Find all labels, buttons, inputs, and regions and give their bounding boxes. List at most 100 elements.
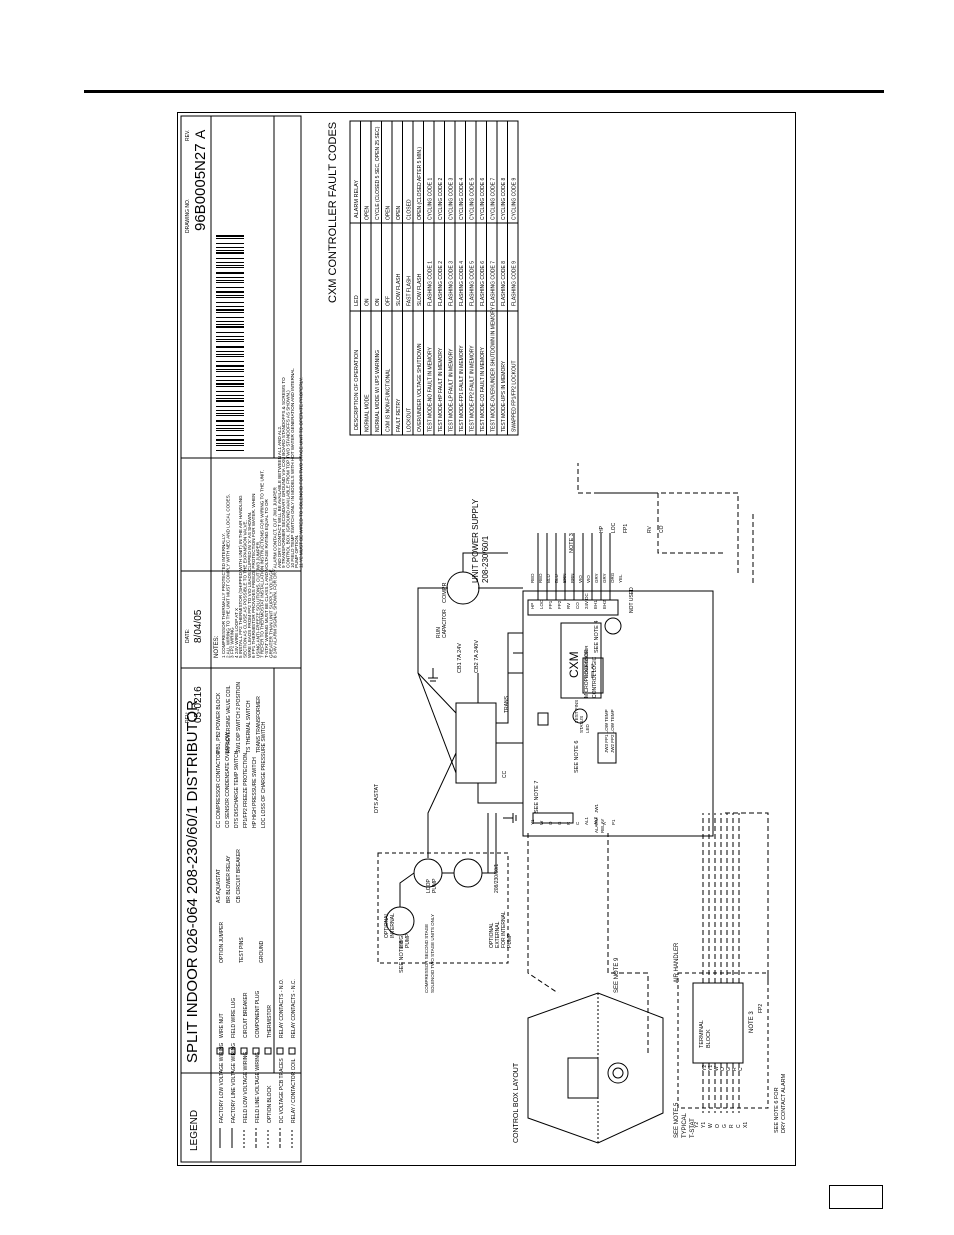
rv-label: RV: [647, 525, 653, 533]
cxm-terminal: G: [557, 821, 562, 825]
not-used-label: NOT USED: [629, 587, 635, 613]
see-note-6-label: SEE NOTE 6: [574, 741, 580, 773]
fault-row-alarm: CYCLING CODE 8: [501, 178, 507, 220]
cxm-right-terminal: HP: [530, 603, 535, 609]
cb2-label: CB2 7A 240V: [474, 640, 480, 673]
tstat-terminal: R: [729, 1124, 735, 1128]
terminal-block-terminal: R: [732, 1067, 738, 1071]
legend-abbrev: SW1 DIP SWITCH 2 POSITION: [236, 682, 242, 753]
legend-abbrev: DTS DISCHARGE TEMP SWITCH: [234, 750, 240, 828]
fault-table-header: LED: [354, 295, 360, 306]
note-item: 7 REFER TO THERMOSTAT INSTALLATION INSTR…: [260, 470, 265, 658]
dts-astat-label: DTS ASTAT: [374, 783, 380, 813]
note-item: WIRE LEADS FROM FP2 TO VIO LEADS CLIPPED…: [247, 512, 252, 658]
optional-external-label: OPTIONAL: [489, 922, 495, 948]
fault-row-alarm: CYCLING CODE 1: [428, 178, 434, 220]
run-capacitor-label-2: CAPACITOR: [442, 609, 448, 638]
loop-pump-2: [453, 858, 483, 888]
fault-row-description: SWAPPED FP1/FP2 LOCKOUT: [512, 361, 518, 433]
test-pins-label: TEST PINS: [574, 700, 579, 723]
fault-row-alarm: CYCLING CODE 5: [470, 178, 476, 220]
tstat-terminal: C: [736, 1124, 742, 1128]
control-box-sketch: [527, 992, 664, 1144]
legend-line-item: FIELD LINE VOLTAGE WIRING: [255, 1052, 261, 1123]
cxm-right-terminals: [527, 599, 619, 616]
legend-abbrev: CO SENSOR CONDENSATE OVERFLOW: [225, 732, 231, 828]
fault-row-description: TEST MODE-UPS IN MEMORY: [501, 360, 507, 432]
unit-power-supply-label: UNIT POWER SUPPLY: [471, 498, 480, 583]
co-label: CO: [659, 525, 665, 533]
note-item: T-STAT WIRING MUST BE CLASS 1 AND VOLTAG…: [264, 498, 269, 658]
terminal-block-label-2: BLOCK: [706, 1029, 712, 1048]
wire-color-label: VIO: [586, 575, 591, 583]
fault-row-description: FAULT RETRY: [396, 398, 402, 432]
fault-row-description: OVER/UNDER VOLTAGE SHUTDOWN: [417, 343, 423, 432]
legend-abbrev: LOC LOSS OF CHARGE PRESSURE SWITCH: [261, 721, 267, 828]
rev-value: A: [192, 129, 208, 139]
fault-table-title: CXM CONTROLLER FAULT CODES: [327, 122, 339, 303]
tstat-note-label: SEE NOTE 5: [674, 1102, 680, 1138]
air-handler-note3-label: NOTE 3: [749, 1011, 755, 1033]
fault-row-led: FAST FLASH: [407, 276, 413, 306]
ground-symbol-2: [503, 813, 517, 823]
terminal-block-terminal: W: [714, 1066, 720, 1071]
legend-symbol-item: COMPONENT PLUG: [255, 990, 261, 1038]
fault-row-led: ON: [365, 298, 371, 306]
compressor-relay: [582, 657, 604, 694]
air-handler-label: AIR HANDLER: [674, 942, 680, 983]
pump-dashed-box: [377, 852, 509, 964]
loop-pump-label: LOOP: [426, 878, 432, 893]
legend-symbol-item: THERMISTOR: [267, 1005, 273, 1038]
cxm-logic-box: [560, 622, 602, 699]
wire-color-label: GRY: [602, 573, 607, 583]
notes: NOTES:1 COMPRESSOR THERMALLY PROTECTED I…: [214, 368, 303, 658]
cxm-board: [522, 590, 714, 837]
wiring-diagram: SPLIT INDOOR 026-064 208-230/60/1 DISTRI…: [180, 115, 787, 1163]
fault-row-description: NORMAL MODE: [365, 394, 371, 432]
legend-symbol-item: RELAY CONTACTS - N.C.: [291, 979, 297, 1038]
dip-switch: [597, 732, 617, 764]
fault-row-alarm: OPEN (CLOSED AFTER 5 MIN.): [417, 147, 423, 220]
note-item: AND DRY CONTACT WILL BE AVAILABLE BETWEE…: [277, 426, 282, 568]
cxm-right-terminal: FP1: [548, 600, 553, 609]
terminal-block: [692, 982, 744, 1064]
fault-row-description: CXM IS NON-FUNCTIONAL: [386, 368, 392, 432]
fault-row-alarm: CLOSED: [407, 199, 413, 220]
diagram-title: SPLIT INDOOR 026-064 208-230/60/1 DISTRI…: [184, 700, 201, 1063]
note-item: 10 FIELD TEMP SWITCH ONLY IN MODELS WITH…: [290, 368, 295, 568]
optional-external-label-2: EXTERNAL: [495, 921, 501, 948]
wiring-diagram-sheet: SPLIT INDOOR 026-064 208-230/60/1 DISTRI…: [177, 112, 796, 1166]
fault-row-description: NORMAL MODE W/ UPS WARNING: [375, 350, 381, 432]
fault-row-description: TEST MODE-LP FAULT IN MEMORY: [449, 348, 455, 432]
note-item: 5 INSTALL FP2 THERMISTOR (SHIPPED WITH U…: [238, 495, 243, 658]
fault-code-table: CXM CONTROLLER FAULT CODES DESCRIPTION O…: [327, 120, 519, 436]
cxm-right-terminal: FP2: [557, 600, 562, 609]
compressor-relay-label: COMPRESSOR: [584, 645, 589, 678]
legend-option-item: TEST PINS: [239, 937, 245, 963]
fault-row-led: FLASHING CODE 4: [459, 261, 465, 306]
tstat-terminal: O: [715, 1124, 721, 1128]
note-item: PUMP OPTION.: [294, 535, 299, 568]
fault-row-alarm: CYCLING CODE 4: [459, 178, 465, 220]
fault-row-led: FLASHING CODE 1: [428, 261, 434, 306]
cc-label: CC: [502, 770, 508, 778]
fault-table-header: DESCRIPTION OF OPERATION: [354, 350, 360, 430]
wire-color-label: GRY: [594, 573, 599, 583]
unit-power-supply-voltage: 208-230/60/1: [481, 535, 490, 583]
fp2-label: FP2: [758, 1004, 764, 1013]
dry-contact-note-2: DRY CONTACT ALARM: [781, 1073, 787, 1133]
fault-row-alarm: CYCLE (CLOSED 5 SEC, OPEN 25 SEC): [375, 126, 381, 220]
cxm-terminal: AL1: [584, 816, 589, 825]
run-capacitor-label: RUN: [436, 627, 442, 638]
factory-wiring: [399, 533, 611, 907]
cxm-right-terminal: LOC: [539, 599, 544, 609]
status-led: [572, 708, 588, 724]
note-item: 8 24V ALARM SIGNAL SHOWN. FOR DRY ALARM …: [273, 487, 278, 658]
air-handler-frame: [677, 972, 769, 1109]
legend-line-item: FACTORY LINE VOLTAGE WIRING: [231, 1043, 237, 1123]
legend-symbol-item: RELAY CONTACTS - N.O.: [279, 979, 285, 1038]
fault-row-alarm: OPEN: [365, 205, 371, 220]
control-box-layout-label: CONTROL BOX LAYOUT: [513, 1062, 520, 1143]
